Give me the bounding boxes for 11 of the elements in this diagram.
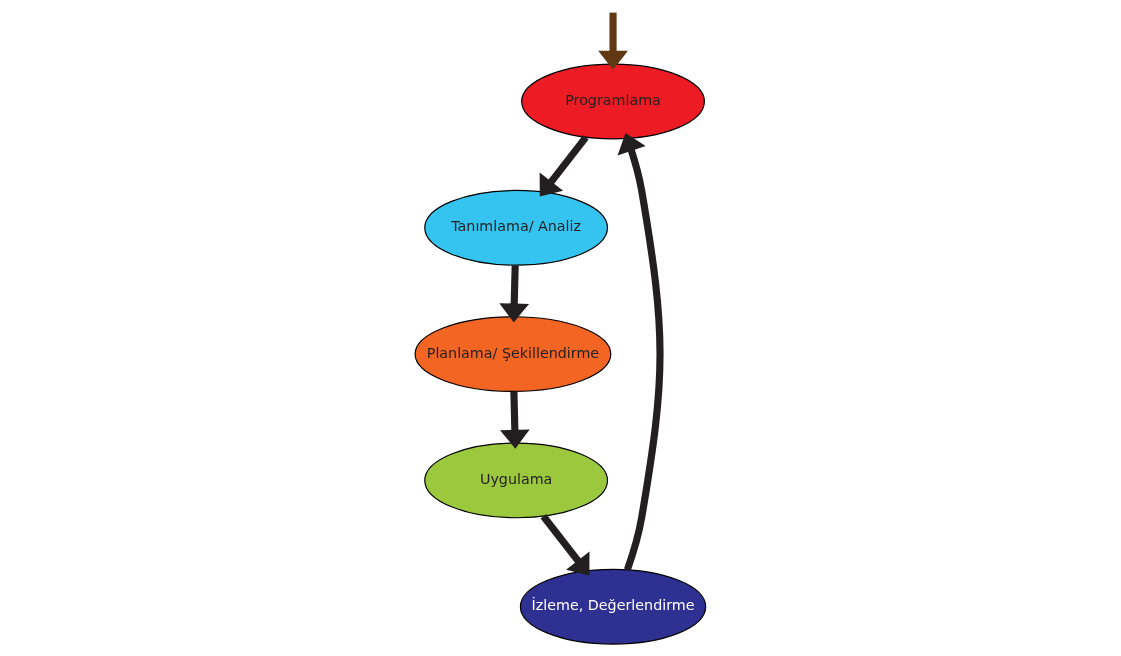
node-ellipse: Uygulama [424, 442, 609, 519]
node-ellipse: Planlama/ Şekillendirme [414, 316, 612, 393]
arrow [499, 265, 530, 323]
node-ellipse: Programlama [521, 63, 705, 140]
arrow [617, 132, 664, 571]
node-ellipse: Tanımlama/ Analiz [424, 189, 609, 266]
node-ellipse: İzleme, Değerlendirme [519, 568, 707, 645]
arrow [540, 514, 590, 576]
arrow [500, 391, 530, 449]
arrow [539, 135, 589, 197]
arrow [598, 12, 628, 70]
